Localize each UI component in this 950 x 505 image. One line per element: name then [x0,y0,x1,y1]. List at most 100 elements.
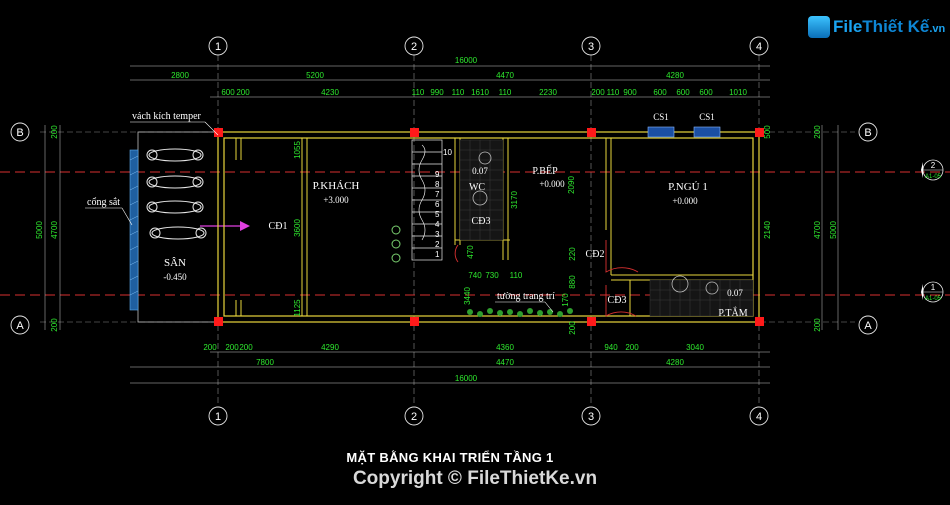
dim-inner-val: 1055 [293,141,302,159]
dim-bot1: 4360 [496,343,514,352]
logo-main: Thiết Kế [862,17,930,36]
section-mark-num: 2 [931,161,936,170]
dim-top3: 900 [623,88,637,97]
dim-right: 200 [813,318,822,332]
dim-inner-val: 1125 [293,299,302,317]
room-name-bep: P.BẾP [532,164,558,177]
door-label-cd1: CĐ1 [269,221,288,232]
dim-top: 5200 [306,71,324,80]
section-mark-num: 1 [931,283,936,292]
stair-step-num: 9 [435,170,440,179]
window-label-cs1a: CS1 [653,112,669,122]
note-vach: vách kích temper [132,111,202,122]
bath-tile-grid [649,279,754,317]
stair-step-num: 1 [435,250,440,259]
dim-right: 4700 [813,221,822,239]
grid-row-label: A [864,320,872,332]
section-markers [921,159,944,303]
room-name-tam: P.TẮM [718,306,747,319]
dim-bot-total: 16000 [455,374,478,383]
section-lines [0,171,950,296]
structural-columns [214,128,764,326]
note-leader [121,207,133,226]
outer-walls [217,131,760,323]
dim-inner: 1055 3600 1125 3170 2090 2140 470 740 73… [293,125,772,335]
dim-top3: 110 [499,88,512,97]
room-level-tam: 0.07 [727,288,743,298]
dim-inner-val: 220 [568,247,577,261]
window-icons [647,126,721,138]
stair-step-num: 6 [435,200,440,209]
dim-bot2: 4280 [666,358,684,367]
dim-right: 200 [813,125,822,139]
dim-inner-val: 170 [561,293,570,307]
grid-row-label: A [16,320,24,332]
grid-col-label: 3 [588,411,594,423]
stair-step-num: 5 [435,210,440,219]
door-swings [454,240,639,317]
room-level-san: -0.450 [163,272,187,282]
stair-step-num: 4 [435,220,440,229]
stair-step-numbers: 10 9 8 7 6 5 4 3 2 1 [435,148,452,259]
logo-suffix: .vn [929,23,946,35]
dim-left: 200 [50,125,59,139]
dim-bot1: 3040 [686,343,704,352]
note-cong: cổng sắt [87,197,120,208]
dim-inner-val: 3170 [510,191,519,209]
dim-bot1: 200 [625,343,639,352]
logo-prefix: File [833,17,863,36]
potted-plant-icons [391,225,401,263]
dim-left: 200 [50,318,59,332]
grid-col-label: 4 [756,411,762,423]
grid-col-label: 4 [756,41,762,53]
grid-col-label: 1 [215,411,221,423]
toilet-icon [478,151,492,165]
dim-bot2: 4470 [496,358,514,367]
room-level-bep: +0.000 [539,179,565,189]
grid-col-label: 3 [588,41,594,53]
dim-bot1: 200 [203,343,217,352]
dim-inner-val: 2090 [567,176,576,194]
drawing-title: MẶT BẰNG KHAI TRIỂN TẦNG 1 [346,450,554,465]
door-label-cd3a: CĐ3 [472,216,491,227]
stair-step-num: 7 [435,190,440,199]
dim-top: 4470 [496,71,514,80]
dim-bottom-row1: 200 200 200 4290 4360 940 200 3040 [203,343,704,352]
room-level-wc: 0.07 [472,166,488,176]
site-logo: FileThiết Kế.vn [808,14,945,40]
dim-top3: 600 [699,88,713,97]
dim-right: 5000 [829,221,838,239]
dim-top3: 110 [452,88,465,97]
gate-hatch [129,155,139,296]
dim-top3: 200 [591,88,605,97]
grid-lines [40,55,855,405]
room-level-khach: +3.000 [323,195,349,205]
grid-col-label: 2 [411,411,417,423]
room-level-ngu: +0.000 [672,196,698,206]
dim-inner-val: 3440 [463,287,472,305]
dim-top3: 2230 [539,88,557,97]
dim-top-total: 16000 [455,56,478,65]
dim-top3: 600 [653,88,667,97]
dim-left: 4700 [50,221,59,239]
dim-bot1: 200 [239,343,253,352]
grid-col-label: 1 [215,41,221,53]
dim-bot1: 4290 [321,343,339,352]
wc-tile-grid [459,139,504,241]
dim-top3: 200 [236,88,250,97]
dim-inner-val: 2140 [763,221,772,239]
dim-bot1: 200 [225,343,239,352]
entrance-arrow-icon [200,221,250,231]
stair-step-num: 10 [443,148,452,157]
window-label-cs1b: CS1 [699,112,715,122]
room-name-khach: P.KHÁCH [313,180,360,192]
door-label-cd3b: CĐ3 [608,295,627,306]
section-mark-sheet: A1-05 [925,174,942,180]
dim-inner-val: 110 [510,271,523,280]
motorbike-icons [146,148,207,240]
note-leader [544,301,554,313]
dim-inner-val: 3600 [293,219,302,237]
copyright-text: Copyright © FileThietKe.vn [352,468,598,489]
dim-left: 5000 [35,221,44,239]
room-name-ngu: P.NGỦ 1 [668,181,708,193]
